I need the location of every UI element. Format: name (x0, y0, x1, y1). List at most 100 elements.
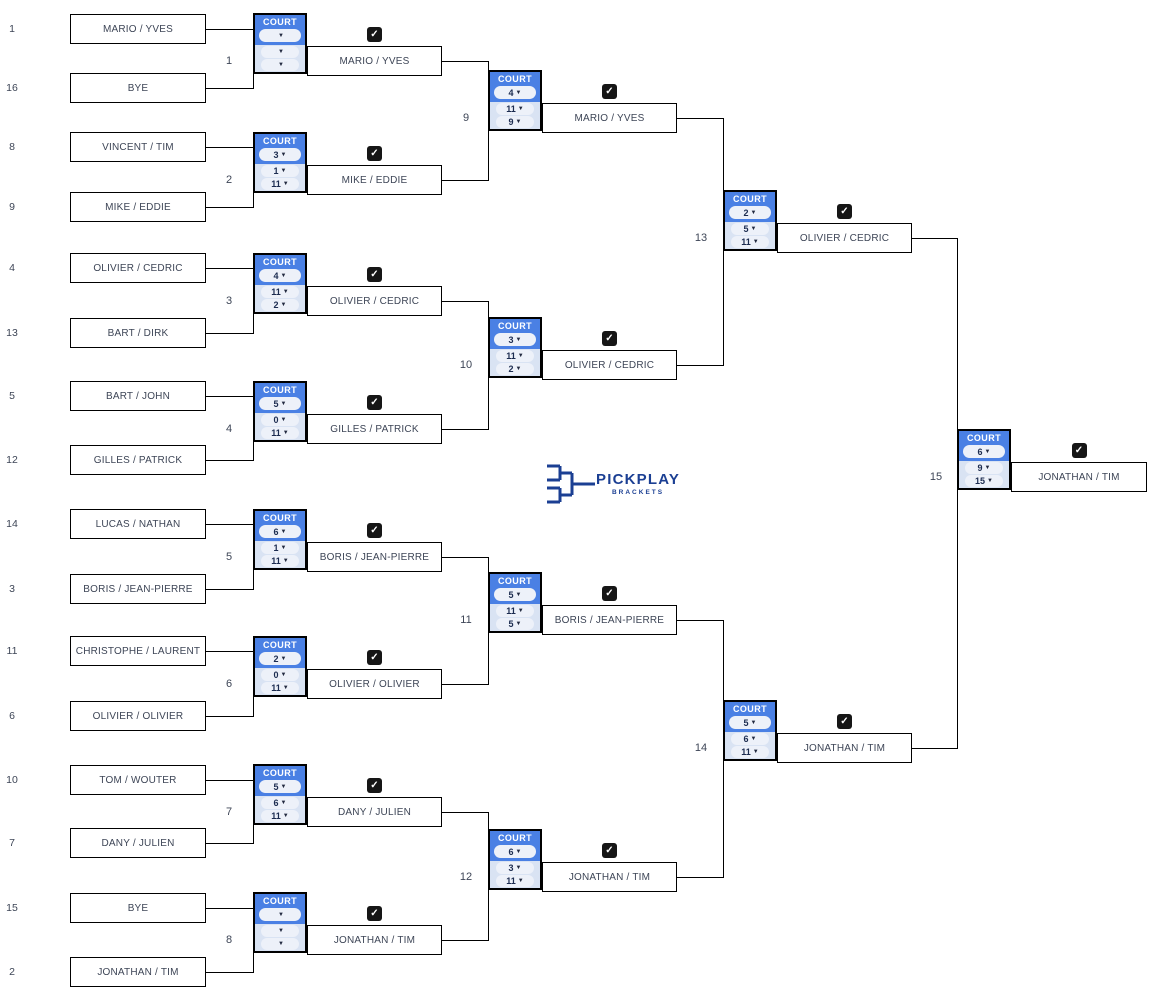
winner-checkbox[interactable]: ✓ (367, 267, 382, 282)
team-box: CHRISTOPHE / LAURENT (70, 636, 206, 666)
court-widget: COURT 2 ▼ 0 ▼ 11 ▼ (253, 636, 307, 697)
connector-line (442, 557, 488, 558)
winner-checkbox[interactable]: ✓ (367, 27, 382, 42)
court-dropdown[interactable]: 4 ▼ (494, 86, 536, 99)
score2-dropdown[interactable]: 2 ▼ (496, 363, 534, 375)
court-dropdown[interactable]: 5 ▼ (259, 397, 301, 410)
seed-number: 7 (9, 837, 15, 849)
winner-name: OLIVIER / OLIVIER (329, 678, 420, 690)
court-dropdown[interactable]: 3 ▼ (494, 333, 536, 346)
match-number: 14 (694, 742, 708, 754)
court-dropdown[interactable]: ▼ (259, 29, 301, 42)
score2-dropdown[interactable]: 2 ▼ (261, 299, 299, 311)
score1-dropdown[interactable]: 11 ▼ (261, 286, 299, 298)
court-dropdown[interactable]: 2 ▼ (729, 206, 771, 219)
score1-dropdown[interactable]: ▼ (261, 46, 299, 58)
connector-line (442, 180, 488, 181)
court-dropdown[interactable]: 5 ▼ (729, 716, 771, 729)
score2-value: 11 (741, 237, 751, 247)
dropdown-caret-icon: ▼ (750, 209, 757, 216)
court-widget-header: COURT 6 ▼ (255, 511, 305, 541)
winner-checkbox[interactable]: ✓ (367, 395, 382, 410)
score2-dropdown[interactable]: 15 ▼ (965, 475, 1003, 487)
score2-dropdown[interactable]: 11 ▼ (261, 427, 299, 439)
score1-dropdown[interactable]: 6 ▼ (731, 733, 769, 745)
score1-dropdown[interactable]: 0 ▼ (261, 414, 299, 426)
score2-dropdown[interactable]: 11 ▼ (496, 875, 534, 887)
score2-dropdown[interactable]: ▼ (261, 59, 299, 71)
check-icon: ✓ (605, 332, 614, 344)
winner-name: BORIS / JEAN-PIERRE (319, 551, 430, 563)
score1-dropdown[interactable]: 9 ▼ (965, 462, 1003, 474)
winner-checkbox[interactable]: ✓ (602, 331, 617, 346)
winner-checkbox[interactable]: ✓ (367, 778, 382, 793)
court-dropdown[interactable]: 6 ▼ (259, 525, 301, 538)
winner-checkbox[interactable]: ✓ (367, 906, 382, 921)
court-dropdown[interactable]: 6 ▼ (963, 445, 1005, 458)
winner-checkbox[interactable]: ✓ (602, 84, 617, 99)
winner-checkbox[interactable]: ✓ (1071, 443, 1087, 458)
score2-dropdown[interactable]: 9 ▼ (496, 116, 534, 128)
court-dropdown[interactable]: 2 ▼ (259, 652, 301, 665)
court-widget: COURT 4 ▼ 11 ▼ 9 ▼ (488, 70, 542, 131)
dropdown-caret-icon: ▼ (517, 878, 524, 884)
court-dropdown[interactable]: 5 ▼ (494, 588, 536, 601)
score1-dropdown[interactable]: 1 ▼ (261, 165, 299, 177)
dropdown-caret-icon: ▼ (278, 49, 284, 55)
dropdown-caret-icon: ▼ (278, 941, 284, 947)
score1-dropdown[interactable]: 5 ▼ (731, 223, 769, 235)
score1-value: 9 (977, 463, 983, 473)
connector-line (206, 589, 253, 590)
winner-checkbox[interactable]: ✓ (367, 146, 382, 161)
court-dropdown[interactable]: ▼ (259, 908, 301, 921)
winner-box: OLIVIER / CEDRIC (777, 223, 912, 253)
winner-checkbox[interactable]: ✓ (602, 843, 617, 858)
connector-line (442, 940, 488, 941)
connector-line (442, 684, 488, 685)
court-widget-scores: 1 ▼ 11 ▼ (255, 164, 305, 191)
score1-dropdown[interactable]: 11 ▼ (496, 605, 534, 617)
team-box: MIKE / EDDIE (70, 192, 206, 222)
court-widget: COURT ▼ ▼ ▼ (253, 892, 307, 953)
seed-number: 3 (9, 583, 15, 595)
match-number: 5 (225, 551, 233, 563)
connector-line (253, 314, 254, 334)
score1-dropdown[interactable]: 11 ▼ (496, 350, 534, 362)
score1-dropdown[interactable]: 11 ▼ (496, 103, 534, 115)
court-widget-header: COURT 5 ▼ (725, 702, 775, 732)
connector-line (723, 620, 724, 701)
court-dropdown[interactable]: 4 ▼ (259, 269, 301, 282)
score2-dropdown[interactable]: 5 ▼ (496, 618, 534, 630)
score1-dropdown[interactable]: 0 ▼ (261, 669, 299, 681)
score2-dropdown[interactable]: 11 ▼ (261, 178, 299, 190)
team-name: BART / DIRK (107, 327, 169, 339)
court-widget-scores: 0 ▼ 11 ▼ (255, 668, 305, 695)
score2-dropdown[interactable]: 11 ▼ (261, 555, 299, 567)
score1-dropdown[interactable]: 6 ▼ (261, 797, 299, 809)
score2-dropdown[interactable]: 11 ▼ (731, 746, 769, 758)
court-dropdown[interactable]: 5 ▼ (259, 780, 301, 793)
winner-checkbox[interactable]: ✓ (602, 586, 617, 601)
score1-dropdown[interactable]: ▼ (261, 925, 299, 937)
score2-dropdown[interactable]: ▼ (261, 938, 299, 950)
winner-checkbox[interactable]: ✓ (367, 523, 382, 538)
winner-box: MIKE / EDDIE (307, 165, 442, 195)
connector-line (253, 442, 254, 461)
dropdown-caret-icon: ▼ (280, 783, 287, 790)
winner-checkbox[interactable]: ✓ (837, 714, 852, 729)
score1-value: 6 (743, 734, 749, 744)
dropdown-caret-icon: ▼ (280, 302, 287, 308)
seed-number: 2 (9, 966, 15, 978)
court-value: 5 (508, 589, 514, 600)
score1-dropdown[interactable]: 3 ▼ (496, 862, 534, 874)
score2-dropdown[interactable]: 11 ▼ (261, 810, 299, 822)
winner-checkbox[interactable]: ✓ (837, 204, 852, 219)
score2-dropdown[interactable]: 11 ▼ (261, 682, 299, 694)
score2-dropdown[interactable]: 11 ▼ (731, 236, 769, 248)
court-dropdown[interactable]: 6 ▼ (494, 845, 536, 858)
connector-line (488, 301, 489, 318)
court-dropdown[interactable]: 3 ▼ (259, 148, 301, 161)
winner-checkbox[interactable]: ✓ (367, 650, 382, 665)
court-widget-header: COURT 5 ▼ (255, 383, 305, 413)
score1-dropdown[interactable]: 1 ▼ (261, 542, 299, 554)
